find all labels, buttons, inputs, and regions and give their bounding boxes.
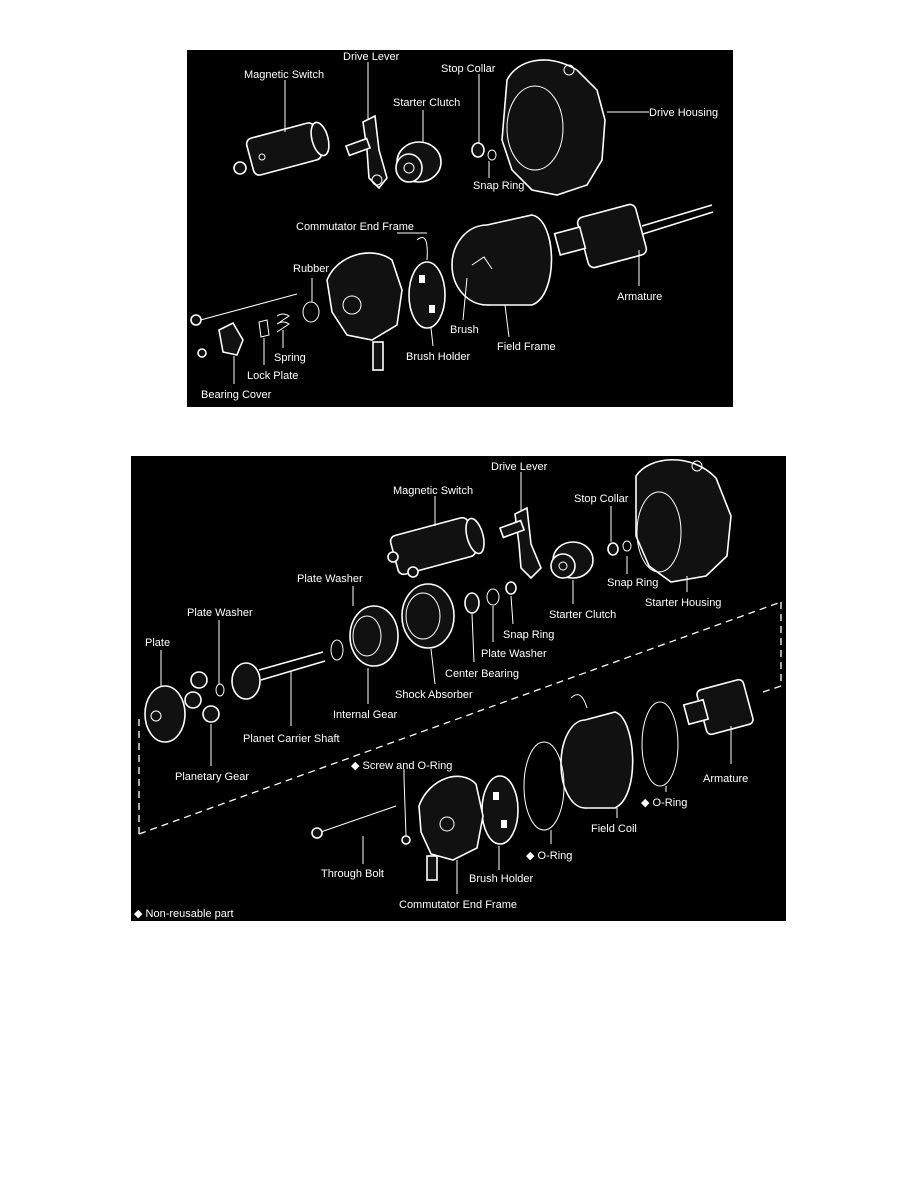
armature-part <box>553 203 714 269</box>
brush-holder-part <box>408 237 446 329</box>
top-exploded-diagram: Magnetic Switch Drive Lever Stop Collar … <box>187 50 733 407</box>
label-lock-plate: Lock Plate <box>247 370 298 382</box>
label-starter-clutch: Starter Clutch <box>549 609 616 621</box>
bottom-exploded-diagram: Drive Lever Magnetic Switch Stop Collar … <box>131 456 786 921</box>
stop-collar-part <box>471 142 497 161</box>
label-plate-washer-left: Plate Washer <box>187 607 253 619</box>
center-bearing-part <box>464 592 480 614</box>
legend: ◆ Non-reusable part <box>134 908 234 920</box>
label-snap-ring-right: Snap Ring <box>607 577 658 589</box>
label-snap-ring: Snap Ring <box>473 180 524 192</box>
label-rubber: Rubber <box>293 263 329 275</box>
drive-lever-part <box>498 506 542 580</box>
label-drive-lever: Drive Lever <box>491 461 548 473</box>
rubber-part <box>302 301 320 323</box>
screw-and-o-ring-part <box>401 777 411 845</box>
top-leader-lines <box>233 62 649 384</box>
label-starter-housing: Starter Housing <box>645 597 721 609</box>
brush-holder-part <box>481 775 519 845</box>
label-center-bearing: Center Bearing <box>445 668 519 680</box>
dashed-assembly-line <box>138 601 782 835</box>
label-drive-housing: Drive Housing <box>649 107 718 119</box>
label-field-frame: Field Frame <box>497 341 556 353</box>
drive-lever-part <box>344 114 388 190</box>
label-magnetic-switch: Magnetic Switch <box>244 69 324 81</box>
through-bolt-part <box>190 293 298 326</box>
starter-clutch-part <box>550 541 594 579</box>
label-stop-collar: Stop Collar <box>441 63 496 75</box>
label-magnetic-switch: Magnetic Switch <box>393 485 473 497</box>
legend-text: ◆ Non-reusable part <box>134 908 234 920</box>
spring-part <box>276 313 290 333</box>
label-shock-absorber: Shock Absorber <box>395 689 473 701</box>
field-frame-part <box>451 214 553 306</box>
plate-part <box>144 685 186 743</box>
label-plate: Plate <box>145 637 170 649</box>
magnetic-switch-part <box>233 121 330 176</box>
label-internal-gear: Internal Gear <box>333 709 398 721</box>
legend-symbol: ◆ <box>134 908 143 920</box>
label-armature: Armature <box>617 291 662 303</box>
armature-part <box>682 678 754 736</box>
bottom-diagram-canvas: Drive Lever Magnetic Switch Stop Collar … <box>134 459 782 920</box>
bottom-labels: Drive Lever Magnetic Switch Stop Collar … <box>145 461 748 911</box>
label-stop-collar: Stop Collar <box>574 493 629 505</box>
label-brush: Brush <box>450 324 479 336</box>
top-labels: Magnetic Switch Drive Lever Stop Collar … <box>201 51 718 401</box>
lock-plate-part <box>258 319 270 338</box>
o-ring-right-part <box>641 701 679 787</box>
drive-housing-part <box>501 59 606 196</box>
label-planetary-gear: Planetary Gear <box>175 771 249 783</box>
label-brush-holder: Brush Holder <box>406 351 471 363</box>
label-armature: Armature <box>703 773 748 785</box>
label-snap-ring-mid: Snap Ring <box>503 629 554 641</box>
internal-gear-part <box>349 605 399 667</box>
top-diagram-canvas: Magnetic Switch Drive Lever Stop Collar … <box>190 51 718 401</box>
label-plate-washer-mid: Plate Washer <box>481 648 547 660</box>
field-coil-part <box>560 694 634 809</box>
label-drive-lever: Drive Lever <box>343 51 400 63</box>
label-field-coil: Field Coil <box>591 823 637 835</box>
commutator-end-frame-part <box>418 775 484 881</box>
label-through-bolt: Through Bolt <box>321 868 384 880</box>
planetary-gear-part <box>184 671 225 723</box>
label-brush-holder: Brush Holder <box>469 873 534 885</box>
label-o-ring-mid: ◆ O-Ring <box>526 850 572 862</box>
plate-washer-left-part <box>330 639 344 661</box>
label-o-ring-right: ◆ O-Ring <box>641 797 687 809</box>
label-commutator-end-frame: Commutator End Frame <box>399 899 517 911</box>
magnetic-switch-part <box>387 516 485 578</box>
label-commutator-end-frame: Commutator End Frame <box>296 221 414 233</box>
label-plate-washer-top: Plate Washer <box>297 573 363 585</box>
label-planet-carrier-shaft: Planet Carrier Shaft <box>243 733 340 745</box>
label-bearing-cover: Bearing Cover <box>201 389 272 401</box>
through-bolt-part <box>311 805 397 839</box>
starter-clutch-part <box>395 141 442 183</box>
label-screw-and-o-ring: ◆ Screw and O-Ring <box>351 760 452 772</box>
label-spring: Spring <box>274 352 306 364</box>
shock-absorber-part <box>401 583 455 649</box>
label-starter-clutch: Starter Clutch <box>393 97 460 109</box>
bottom-leader-lines <box>160 472 732 894</box>
stop-collar-part <box>607 540 632 556</box>
o-ring-mid-part <box>523 741 565 831</box>
starter-housing-part <box>635 459 732 583</box>
commutator-end-frame-part <box>326 252 403 371</box>
bearing-cover-part <box>197 321 244 358</box>
planet-carrier-shaft-part <box>231 651 326 700</box>
plate-washer-mid-part <box>486 588 500 606</box>
snap-ring-mid-part <box>505 581 517 595</box>
